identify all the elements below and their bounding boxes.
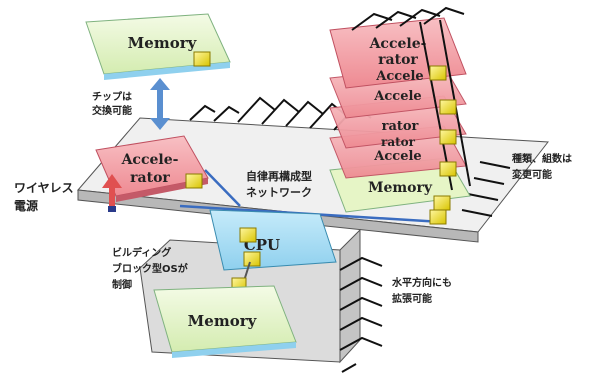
accelerator-left-label-line2: rator xyxy=(130,170,170,186)
stack-ghost-label-2: Accele xyxy=(373,89,421,104)
label-building-block-line1: ビルディング xyxy=(112,246,171,259)
accelerator-stack-top-line2: rator xyxy=(378,52,418,68)
connector-stack-4 xyxy=(439,161,457,177)
connector-stack-base xyxy=(429,209,447,225)
connector-stack-3 xyxy=(439,129,457,145)
memory-bottom-label: Memory xyxy=(188,312,258,330)
label-type-count-line2: 変更可能 xyxy=(512,168,552,181)
label-horizontal-line1: 水平方向にも xyxy=(391,276,452,289)
label-chip-swap-line2: 交換可能 xyxy=(92,104,132,117)
accelerator-left-label-line1: Accele- xyxy=(121,152,179,168)
wireless-power-arrow xyxy=(102,174,122,212)
connector-stack-5 xyxy=(433,195,451,211)
label-building-block-line2: ブロック型OSが xyxy=(112,262,189,275)
lower-board-right-pins xyxy=(339,256,383,373)
connector-memory-top xyxy=(193,51,211,67)
label-wireless-line1: ワイヤレス xyxy=(14,181,74,195)
cpu-chip: CPU xyxy=(209,209,337,271)
memory-chip-bottom: Memory xyxy=(153,285,297,358)
accelerator-stack-top-line1: Accele- xyxy=(369,36,427,52)
accelerator-chip-left: Accele- rator xyxy=(95,135,209,202)
connector-cpu-top xyxy=(239,227,257,243)
connector-accelerator-left xyxy=(185,173,203,189)
label-building-block-line3: 制御 xyxy=(112,278,132,291)
stack-ghost-label-5: rator xyxy=(381,135,416,149)
label-network-line2: ネットワーク xyxy=(246,186,312,199)
memory-chip-top: Memory xyxy=(85,13,231,80)
label-network-line1: 自律再構成型 xyxy=(246,169,312,183)
label-chip-swap-line1: チップは xyxy=(92,90,132,103)
connector-stack-2 xyxy=(439,99,457,115)
swap-arrow xyxy=(150,78,170,130)
chip-stack: Memory Accele rator Accele Accele- rator… xyxy=(329,6,471,225)
connector-cpu-bottom xyxy=(243,251,261,267)
stack-ghost-label-1: Accele xyxy=(375,69,423,84)
label-wireless-line2: 電源 xyxy=(14,198,38,213)
label-horizontal-line2: 拡張可能 xyxy=(392,292,432,305)
upper-board-right-pins xyxy=(461,161,511,217)
label-type-count-line1: 種類、組数は xyxy=(512,152,572,165)
stack-ghost-label-3: rator xyxy=(382,119,419,134)
annotations: チップは 交換可能 ワイヤレス 電源 自律再構成型 ネットワーク ビルディング … xyxy=(14,90,572,305)
connector-stack-1 xyxy=(429,65,447,81)
stack-ghost-label-4: Accele xyxy=(373,149,421,164)
memory-stack-label: Memory xyxy=(368,180,433,196)
memory-top-label: Memory xyxy=(128,34,198,52)
